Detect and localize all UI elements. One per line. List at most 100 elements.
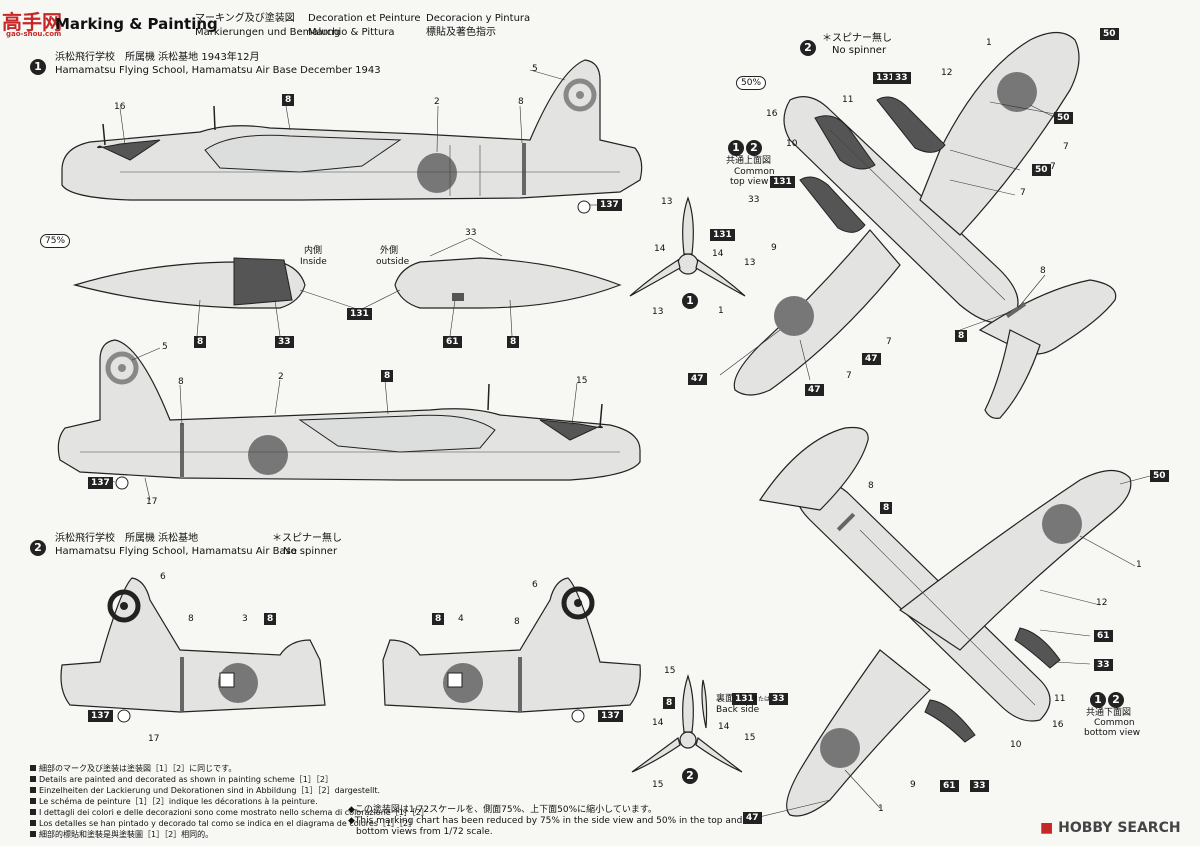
callout-15-prop2c: 15 — [652, 780, 664, 790]
title-de: Markierungen und Bemalung — [195, 27, 341, 38]
callout-2-lower: 2 — [278, 372, 284, 382]
callout-15-prop2b: 15 — [744, 733, 756, 743]
bottom-view-badge-2: 2 — [1108, 692, 1124, 708]
top-view-en2: top view — [730, 177, 769, 187]
title-es: Decoracion y Pintura — [426, 13, 531, 24]
callout-4-right: 4 — [458, 614, 464, 624]
scheme1-badge: 1 — [30, 59, 46, 75]
callout-33-nacelle: 33 — [465, 228, 477, 238]
callout-10-bottom: 10 — [1010, 740, 1022, 750]
callout-8-right-s2b: 8 — [514, 617, 520, 627]
page-title: Marking & Painting — [55, 15, 218, 33]
prop-back-en: Back side — [716, 705, 760, 715]
leader-lines — [104, 69, 1151, 819]
scheme2-badge: 2 — [30, 540, 46, 556]
callout-8b: 8 — [518, 97, 524, 107]
callout-33-top: 33 — [892, 72, 911, 84]
callout-16-top: 16 — [766, 109, 778, 119]
callout-13-prop1a: 13 — [661, 197, 673, 207]
callout-50-top-a: 50 — [1100, 28, 1119, 40]
notes-list: 細部のマーク及び塗装は塗装図［1］［2］に同じです。 Details are p… — [30, 763, 429, 840]
scheme2-title-ja: 浜松飛行学校 所属機 浜松基地 — [55, 533, 199, 544]
footer-logo-icon: ■ — [1040, 820, 1054, 836]
callout-131-top: 131 — [873, 72, 898, 84]
callout-12-bottom: 12 — [1096, 598, 1108, 608]
side-view-2-left — [60, 577, 326, 723]
callout-8-lower-b: 8 — [178, 377, 184, 387]
nacelle-outside-en: outside — [376, 257, 410, 267]
callout-8-bottom-b: 8 — [880, 502, 893, 514]
site-watermark: 高手网 — [2, 6, 62, 35]
callout-33-bottom: 33 — [1094, 659, 1113, 671]
note-row: 細部のマーク及び塗装は塗装図［1］［2］に同じです。 — [30, 763, 429, 774]
nacelle-inside-ja: 内側 — [304, 246, 323, 256]
callout-2: 2 — [434, 97, 440, 107]
callout-1-bottom-b: 1 — [878, 804, 884, 814]
callout-14-prop2b: 14 — [718, 722, 730, 732]
callout-8-lower: 8 — [381, 370, 394, 382]
top-view-ja: 共通上面図 — [726, 156, 772, 166]
scheme1-title-ja: 浜松飛行学校 所属機 浜松基地 1943年12月 — [55, 52, 260, 63]
callout-9-bottom: 9 — [910, 780, 916, 790]
callout-137-left-s2: 137 — [88, 710, 113, 722]
callout-10-top: 10 — [786, 139, 798, 149]
callout-7-top-b: 7 — [1050, 162, 1056, 172]
callout-137: 137 — [597, 199, 622, 211]
nacelle-inside — [72, 257, 306, 309]
propeller-1 — [629, 196, 746, 297]
scale-badge-75: 75% — [40, 234, 71, 248]
callout-33-nacelle-l: 33 — [275, 336, 294, 348]
callout-61-bottom: 61 — [1094, 630, 1113, 642]
prop2-badge-wrap: 2 — [682, 764, 698, 784]
callout-1-top: 1 — [986, 38, 992, 48]
note-row: 細部的標貼和塗裝是與塗裝圖［1］［2］相同的。 — [30, 829, 429, 840]
scheme1-header: 1 — [30, 55, 46, 75]
title-it: Marchio & Pittura — [308, 27, 395, 38]
callout-13-prop1b: 13 — [744, 258, 756, 268]
callout-14-prop2a: 14 — [652, 718, 664, 728]
top-right-spinner-en: No spinner — [832, 45, 887, 56]
callout-47-top-c: 47 — [805, 384, 824, 396]
callout-1-top-b: 1 — [718, 306, 724, 316]
callout-7-top-c: 7 — [1020, 188, 1026, 198]
note-row: Einzelheiten der Lackierung und Dekorati… — [30, 785, 429, 796]
callout-8-nacelle-l: 8 — [194, 336, 207, 348]
callout-8: 8 — [282, 94, 295, 106]
callout-5: 5 — [532, 64, 538, 74]
note-row: I dettagli dei colori e delle decorazion… — [30, 807, 429, 818]
top-right-badge: 2 — [800, 40, 816, 56]
watermark-text: 高手网 — [2, 10, 62, 34]
prop-back-b: 33 — [769, 693, 788, 705]
callout-33-top-b: 33 — [748, 195, 760, 205]
callout-137-lower: 137 — [88, 477, 113, 489]
callout-50-top-b: 50 — [1054, 112, 1073, 124]
callout-8-bottom-a: 8 — [868, 481, 874, 491]
footer-logo-text: HOBBY SEARCH — [1058, 820, 1181, 836]
watermark-url: gao-shou.com — [6, 30, 62, 38]
callout-8-top-a: 8 — [1040, 266, 1046, 276]
nacelle-outside-ja: 外側 — [380, 246, 399, 256]
bottom-view-en1: Common — [1094, 718, 1135, 728]
callout-15-lower: 15 — [576, 376, 588, 386]
scheme2-header: 2 — [30, 536, 46, 556]
side-view-1 — [61, 59, 643, 214]
callout-16-bottom: 16 — [1052, 720, 1064, 730]
callout-8-top-b: 8 — [955, 330, 968, 342]
callout-8-prop2: 8 — [663, 697, 676, 709]
scheme1-title-en: Hamamatsu Flying School, Hamamatsu Air B… — [55, 65, 381, 76]
callout-3-left: 3 — [242, 614, 248, 624]
callout-137-right-s2: 137 — [598, 710, 623, 722]
callout-33-bottom-b: 33 — [970, 780, 989, 792]
footer-logo: ■ HOBBY SEARCH — [1040, 820, 1181, 836]
callout-16: 16 — [114, 102, 126, 112]
callout-8-nacelle-r: 8 — [507, 336, 520, 348]
callout-50-top-c: 50 — [1032, 164, 1051, 176]
prop2-badge: 2 — [682, 768, 698, 784]
prop-back-a: 131 — [732, 693, 757, 705]
callout-5-lower: 5 — [162, 342, 168, 352]
scheme2-spinner-ja: ＊スピナー無し — [272, 533, 342, 544]
callout-14-prop1a: 14 — [654, 244, 666, 254]
scheme2-spinner-en: No spinner — [283, 546, 338, 557]
